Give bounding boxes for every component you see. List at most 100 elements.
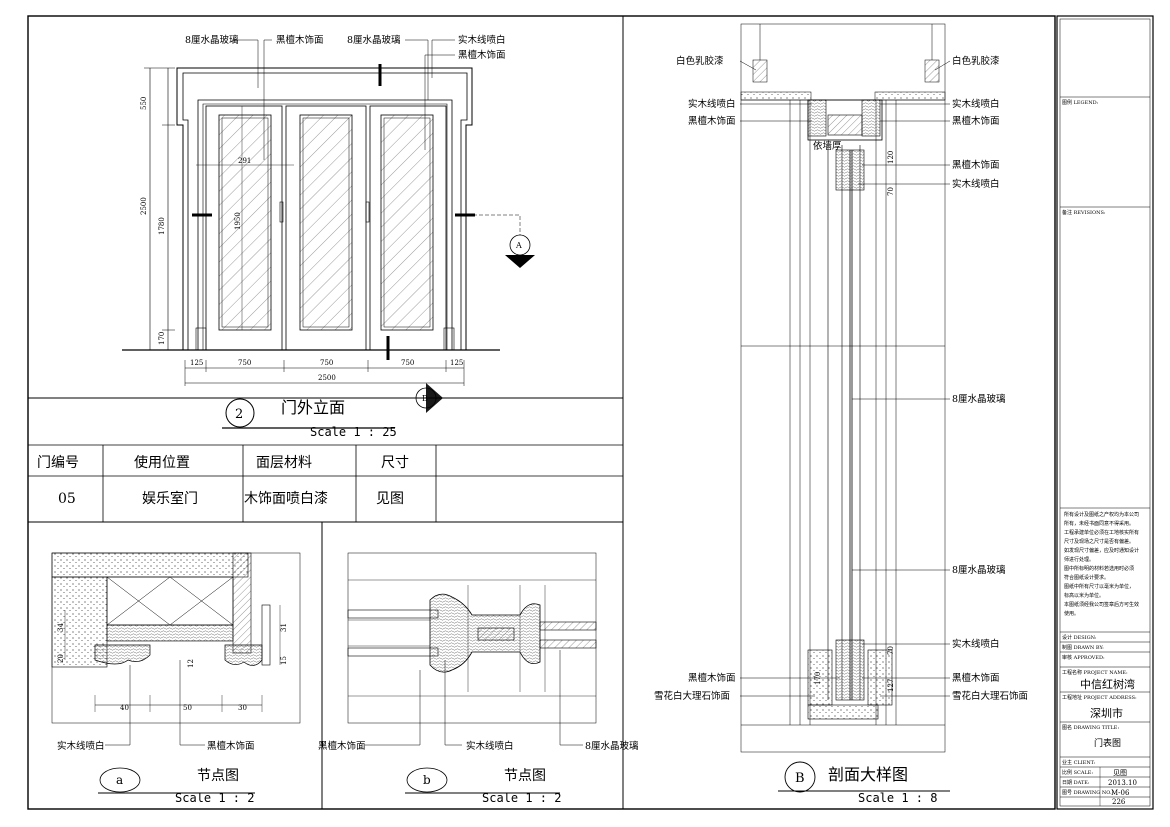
table-cell-material: 木饰面喷白漆 [244, 491, 328, 507]
tb-note-1: 所有，未经书面同意不得采用。 [1064, 520, 1134, 527]
node-a-dim-50: 50 [183, 704, 192, 712]
dim-750c: 750 [401, 359, 414, 367]
tb-date-value: 2013.10 [1108, 779, 1137, 787]
table-header-number: 门编号 [37, 455, 79, 471]
node-a-label-wood: 黑檀木饰面 [207, 740, 255, 752]
tb-note-0: 所有设计及图纸之产权均为本公司 [1064, 511, 1139, 518]
node-a-dim-20: 20 [57, 654, 65, 663]
tb-approved-label: 审核 APPROVED: [1062, 654, 1105, 661]
section-scale: Scale 1 : 8 [858, 791, 937, 805]
table-cell-size: 见图 [376, 491, 404, 507]
node-b-title: 节点图 [504, 768, 546, 784]
tb-drawing-title: 门表图 [1094, 737, 1121, 749]
sec-label-wood-r3: 黑檀木饰面 [952, 672, 1000, 684]
node-a-detail [51, 552, 301, 794]
tb-drawing-title-label: 图名 DRAWING TITLE: [1062, 724, 1119, 731]
tb-note-11: 使用。 [1064, 610, 1079, 617]
elevation-number: 2 [235, 407, 243, 422]
sec-label-solid-white-r1: 实木线喷白 [952, 98, 1000, 110]
tb-address-label: 工程地址 PROJECT ADDRESS: [1062, 694, 1137, 701]
section-a-marker: A [515, 241, 522, 250]
table-header-size: 尺寸 [381, 455, 409, 471]
sec-label-glass-r2: 8厘水晶玻璃 [952, 564, 1006, 576]
tb-revisions-label: 备注 REVISIONS: [1062, 209, 1106, 216]
sec-label-marble-r: 雪花白大理石饰面 [952, 690, 1028, 702]
sec-dim-120: 120 [887, 151, 895, 164]
node-b-label-wood: 黑檀木饰面 [318, 740, 366, 752]
tb-note-5: 师进行处理。 [1064, 556, 1094, 563]
elevation-title: 门外立面 [281, 398, 345, 417]
node-b-detail [347, 552, 597, 794]
sec-label-glass-r1: 8厘水晶玻璃 [952, 393, 1006, 405]
tb-drawing-no-label: 图号 DRAWING NO.: [1062, 790, 1114, 796]
label-wood-right: 黑檀木饰面 [458, 49, 506, 61]
dim-1780: 1780 [158, 217, 166, 235]
door-elevation [122, 39, 535, 429]
node-a-scale: Scale 1 : 2 [175, 791, 254, 805]
node-a-dim-34: 34 [57, 623, 65, 632]
node-a-dim-30: 30 [238, 704, 247, 712]
label-glass-left: 8厘水晶玻璃 [185, 34, 239, 46]
sec-dim-127: 127 [887, 679, 895, 692]
dim-2500v: 2500 [140, 197, 148, 215]
sec-label-marble-l: 雪花白大理石饰面 [654, 690, 730, 702]
node-a-label-solid-white: 实木线喷白 [57, 740, 105, 752]
tb-note-7: 符合图纸设计要求。 [1064, 574, 1109, 581]
tb-note-2: 工程承建单位必须在工地核实所有 [1064, 529, 1139, 536]
node-a-dim-15: 15 [280, 656, 288, 665]
node-a-dim-12: 12 [187, 659, 195, 668]
node-b-label-glass: 8厘水晶玻璃 [585, 740, 639, 752]
table-header-location: 使用位置 [134, 454, 190, 471]
tb-client-label: 业主 CLIENT: [1062, 759, 1096, 766]
table-cell-number: 05 [58, 491, 76, 507]
section-title: 剖面大样图 [828, 765, 908, 784]
tb-note-4: 如发现尺寸偏差，应及时通知设计 [1064, 547, 1139, 554]
sec-label-latex-right: 白色乳胶漆 [952, 55, 1000, 67]
door-table [28, 444, 623, 522]
node-a-dim-40: 40 [120, 704, 129, 712]
node-a-letter: a [116, 773, 123, 787]
dim-750a: 750 [238, 359, 251, 367]
section-b-marker: B [422, 394, 428, 403]
tb-legend-label: 图例 LEGEND: [1062, 99, 1099, 106]
tb-project-name: 中信红树湾 [1080, 677, 1135, 691]
sec-dim-170: 170 [814, 672, 822, 685]
tb-page-value: 226 [1112, 798, 1126, 806]
tb-note-9: 标高以米为单位。 [1064, 592, 1104, 599]
tb-note-8: 图纸中所有尺寸以毫米为单位， [1064, 583, 1134, 590]
label-glass-right: 8厘水晶玻璃 [347, 34, 401, 46]
tb-scale-value: 见图 [1113, 769, 1127, 777]
elevation-scale: Scale 1 : 25 [310, 425, 397, 439]
dim-125b: 125 [450, 359, 463, 367]
tb-note-6: 图中所标明的材料若选用时必须 [1064, 565, 1134, 572]
section-letter: B [795, 771, 805, 786]
node-b-label-solid-white: 实木线喷白 [466, 740, 514, 752]
dim-1950: 1950 [234, 212, 242, 230]
sec-label-wood-r1: 黑檀木饰面 [952, 115, 1000, 127]
table-header-material: 面层材料 [256, 455, 312, 471]
tb-note-10: 本图纸须经我公司签章后方可生效 [1064, 601, 1139, 608]
node-a-title: 节点图 [197, 768, 239, 784]
tb-note-3: 尺寸及现场之尺寸是否有偏差。 [1064, 538, 1134, 545]
tb-address: 深圳市 [1090, 706, 1123, 720]
sec-label-wood-r2: 黑檀木饰面 [952, 159, 1000, 171]
sec-label-wood-l1: 黑檀木饰面 [688, 115, 736, 127]
dim-750b: 750 [320, 359, 333, 367]
tb-design-label: 设计 DESIGN: [1062, 634, 1097, 641]
sec-label-latex-left: 白色乳胶漆 [676, 55, 724, 67]
dim-125a: 125 [190, 359, 203, 367]
label-solid-white: 实木线喷白 [458, 34, 506, 46]
label-wood-left: 黑檀木饰面 [276, 34, 324, 46]
tb-drawing-no: M-06 [1111, 789, 1130, 797]
sec-label-wall: 依墙厚 [813, 140, 842, 152]
title-block [1056, 15, 1154, 810]
sec-dim-70b: 70 [887, 646, 895, 655]
tb-scale-label: 比例 SCALE: [1062, 769, 1093, 776]
sec-label-solid-white-l1: 实木线喷白 [688, 98, 736, 110]
tb-project-label: 工程名称 PROJECT NAME: [1062, 669, 1128, 676]
dim-2500h: 2500 [318, 374, 336, 382]
sec-label-solid-white-r2: 实木线喷白 [952, 178, 1000, 190]
node-b-scale: Scale 1 : 2 [482, 791, 561, 805]
sec-label-solid-white-r3: 实木线喷白 [952, 638, 1000, 650]
